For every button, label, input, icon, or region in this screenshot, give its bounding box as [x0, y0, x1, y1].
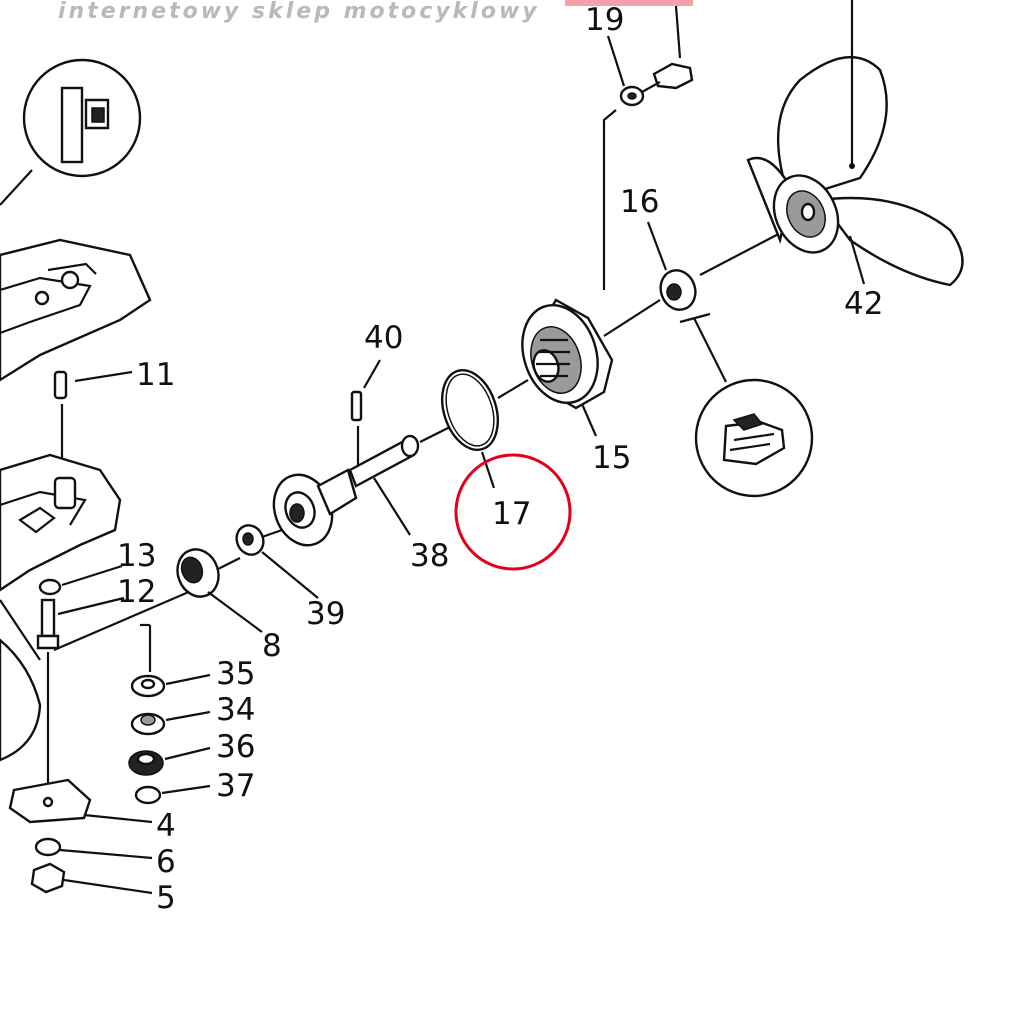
part-16-collar: 16 — [620, 184, 727, 383]
axis-line-2 — [261, 528, 283, 539]
part-5-nut: 5 — [30, 862, 176, 916]
callout-34: 34 — [216, 692, 255, 728]
callout-8: 8 — [262, 628, 282, 664]
part-38-shaft: 38 — [272, 434, 449, 574]
callout-6: 6 — [156, 844, 176, 880]
part-40-pin: 40 — [350, 320, 403, 466]
axis-line-5 — [603, 299, 661, 337]
axis-line-4 — [497, 379, 529, 399]
highlight-circle-17 — [454, 453, 572, 571]
part-19-bolt: 19 — [585, 2, 694, 290]
lower-casing — [0, 453, 122, 762]
callout-36: 36 — [216, 729, 255, 765]
callout-12: 12 — [117, 574, 156, 610]
part-39-washer: 39 — [235, 524, 345, 632]
callout-39: 39 — [306, 596, 345, 632]
callout-38: 38 — [410, 538, 449, 574]
callout-19: 19 — [585, 2, 624, 38]
watermark-text: internetowy sklep motocyklowy — [58, 0, 540, 24]
detail-circle-top-left — [0, 58, 142, 206]
callout-4: 4 — [156, 808, 176, 844]
callout-37: 37 — [216, 768, 255, 804]
axis-line-lower — [53, 586, 199, 652]
anode-plate — [0, 238, 152, 382]
axis-line-6 — [699, 227, 791, 276]
part-37-pin: 37 — [134, 768, 255, 805]
callout-15: 15 — [592, 440, 631, 476]
detail-circle-bottom-right — [694, 378, 814, 498]
part-34-washer: 34 — [130, 692, 255, 736]
callout-40: 40 — [364, 320, 403, 356]
callout-5: 5 — [156, 880, 176, 916]
part-42-propeller: 42 — [746, 0, 964, 322]
part-35-washer: 35 — [130, 656, 255, 698]
part-11-pin: 11 — [53, 357, 175, 470]
part-13-washer: 13 — [38, 538, 156, 596]
callout-35: 35 — [216, 656, 255, 692]
part-4-plate: 4 — [8, 778, 176, 844]
part-17-o-ring: 17 — [441, 368, 572, 571]
callout-17: 17 — [492, 496, 531, 532]
part-8-spacer: 8 — [140, 548, 282, 672]
callout-11: 11 — [136, 357, 175, 393]
part-36-nut: 36 — [128, 729, 255, 776]
part-15-housing: 15 — [521, 298, 631, 476]
axis-line-3 — [419, 425, 453, 443]
part-6-washer: 6 — [34, 837, 176, 880]
callout-42: 42 — [844, 286, 883, 322]
header-pink-bar — [565, 0, 693, 6]
callout-16: 16 — [620, 184, 659, 220]
callout-13: 13 — [117, 538, 156, 574]
